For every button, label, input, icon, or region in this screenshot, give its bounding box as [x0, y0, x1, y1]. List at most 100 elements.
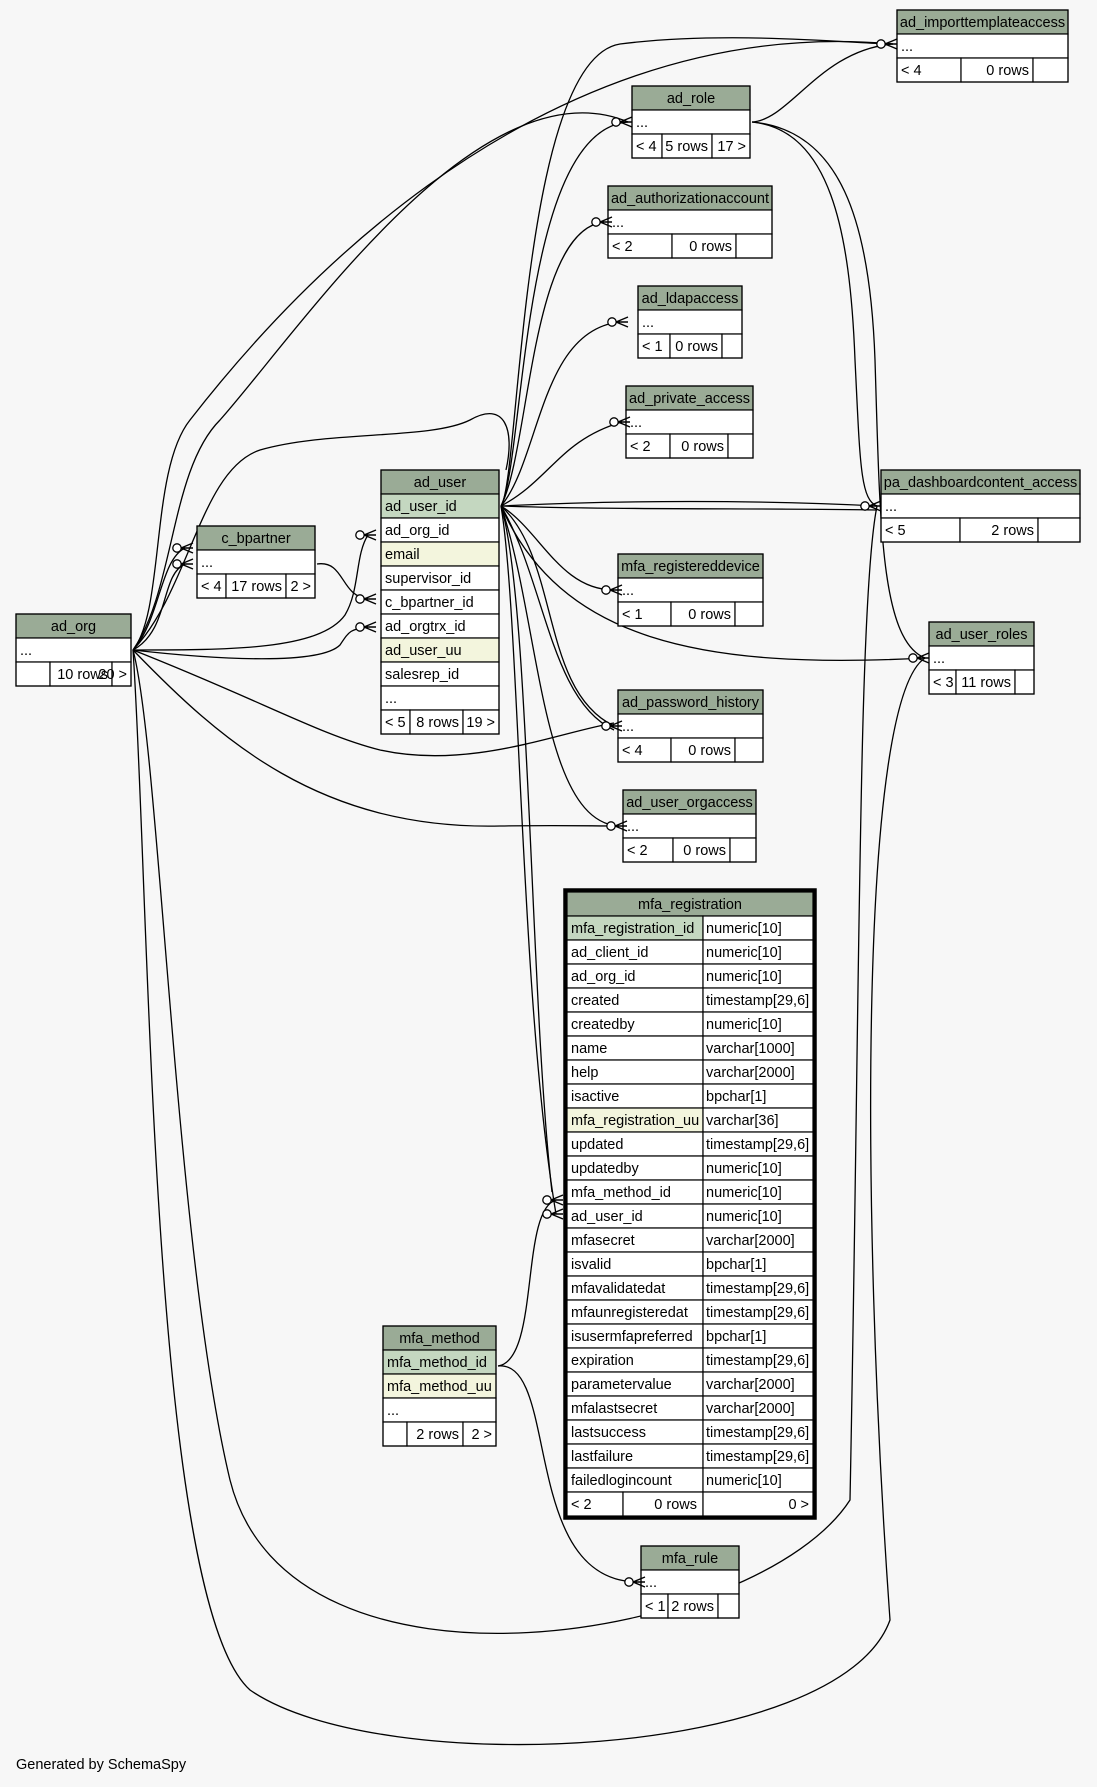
column-type: timestamp[29,6]	[706, 1449, 809, 1465]
footer-cell	[735, 233, 773, 259]
footer-cell	[15, 661, 51, 687]
table-mfa_method[interactable]: mfa_methodmfa_method_idmfa_method_uu...2…	[382, 1325, 497, 1447]
column-type: bpchar[1]	[706, 1089, 766, 1105]
row-count: 8 rows	[416, 715, 459, 731]
column-cell	[566, 963, 704, 989]
relationship-edge	[132, 649, 619, 827]
footer-cell	[617, 601, 672, 627]
table-border	[382, 1325, 497, 1447]
column-cell	[566, 1179, 704, 1205]
footer-cell	[734, 601, 764, 627]
column-type: varchar[36]	[706, 1113, 779, 1129]
table-header	[880, 469, 1081, 495]
column-name: failedlogincount	[571, 1473, 672, 1489]
table-name: ad_user_orgaccess	[626, 795, 753, 811]
relationship-edge	[500, 505, 878, 511]
row-count: 17 rows	[231, 579, 282, 595]
table-name: mfa_registration	[638, 897, 742, 913]
relationship-edge	[132, 41, 894, 651]
table-header	[928, 621, 1035, 647]
relationship-edge	[500, 505, 926, 662]
column-name: ...	[20, 643, 32, 659]
relationship-edge	[132, 649, 926, 1746]
column-name: salesrep_id	[385, 667, 459, 683]
column-name: email	[385, 547, 420, 563]
relationship-edge	[497, 1199, 557, 1367]
type-cell	[702, 1467, 814, 1493]
type-cell	[702, 1323, 814, 1349]
column-name: ...	[622, 719, 634, 735]
column-name: created	[571, 993, 619, 1009]
column-cell	[896, 33, 1069, 59]
relationship-edges	[132, 37, 926, 1746]
footer-cell	[225, 573, 287, 599]
column-name: ...	[645, 1575, 657, 1591]
footer-cell	[729, 837, 757, 863]
type-cell	[702, 1179, 814, 1205]
column-cell	[880, 493, 1081, 519]
relationship-edge	[500, 505, 615, 591]
type-cell	[702, 915, 814, 941]
crows-foot-marker	[591, 216, 613, 228]
type-cell	[702, 987, 814, 1013]
column-name: ad_user_id	[571, 1209, 643, 1225]
footer-cell	[960, 57, 1034, 83]
column-name: mfa_method_id	[387, 1355, 487, 1371]
footer-cell	[661, 133, 713, 159]
crows-foot-marker	[607, 316, 629, 328]
parent-count: < 1	[645, 1599, 666, 1615]
parent-count: < 5	[385, 715, 406, 731]
column-cell	[380, 685, 500, 711]
focus-table-border	[563, 888, 817, 1520]
type-cell	[702, 1443, 814, 1469]
table-name: ad_importtemplateaccess	[900, 15, 1065, 31]
column-cell	[617, 713, 764, 739]
table-header	[617, 689, 764, 715]
crows-foot-marker	[601, 720, 623, 732]
relationship-edge	[500, 421, 623, 507]
table-border	[637, 285, 743, 359]
column-cell	[566, 1323, 704, 1349]
column-name: lastsuccess	[571, 1425, 646, 1441]
column-name: updatedby	[571, 1161, 639, 1177]
column-cell	[625, 409, 754, 435]
column-name: ...	[385, 691, 397, 707]
relationship-edge	[500, 505, 615, 731]
relationship-edge	[500, 505, 553, 1193]
parent-count: < 2	[571, 1497, 592, 1513]
relationship-edge	[316, 563, 369, 600]
relationship-edge	[500, 321, 621, 507]
child-count: 19 >	[466, 715, 495, 731]
column-cell	[607, 209, 773, 235]
crows-foot-marker	[609, 416, 631, 428]
column-type: timestamp[29,6]	[706, 1353, 809, 1369]
column-cell	[566, 1275, 704, 1301]
type-cell	[702, 1131, 814, 1157]
table-name: ad_password_history	[622, 695, 760, 711]
column-cell	[382, 1397, 497, 1423]
table-ad_user[interactable]: ad_userad_user_idad_org_idemailsuperviso…	[380, 469, 500, 735]
column-cell	[566, 1059, 704, 1085]
type-cell	[702, 1011, 814, 1037]
footer-cell	[671, 233, 737, 259]
parent-count: < 4	[901, 63, 922, 79]
row-count: 2 rows	[991, 523, 1034, 539]
column-name: ad_client_id	[571, 945, 648, 961]
table-header	[566, 891, 814, 917]
type-cell	[702, 1419, 814, 1445]
table-name: ad_authorizationaccount	[611, 191, 769, 207]
